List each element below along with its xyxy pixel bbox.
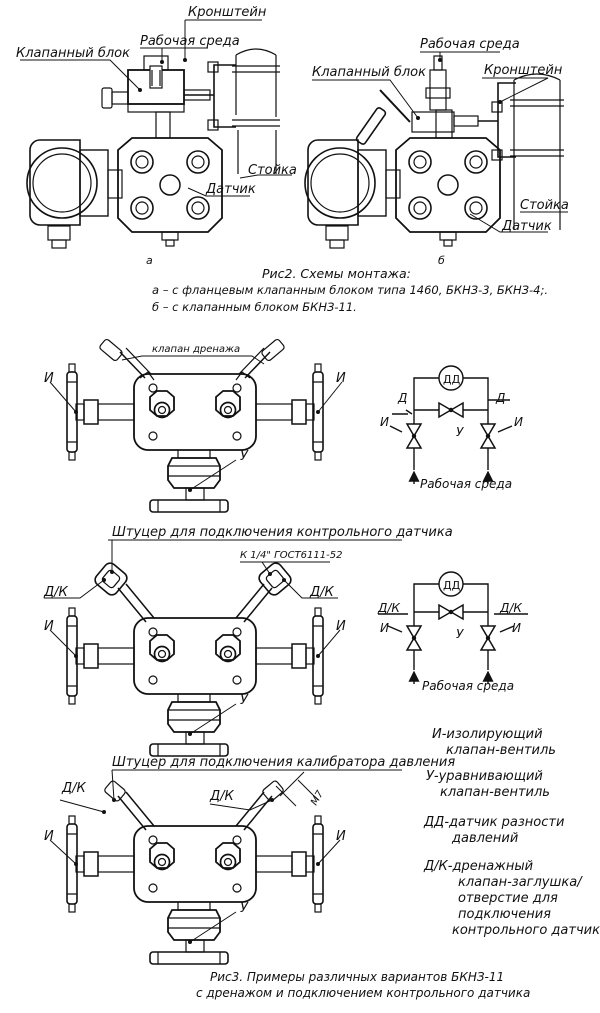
fig2-caption-b: б – с клапанным блоком БКНЗ-11.: [152, 300, 357, 314]
legend-dd-line1: ДД-датчик разности: [424, 815, 565, 830]
legend-dk-line2: клапан-заглушка/: [458, 875, 582, 890]
fig3-caption-line1: Рис3. Примеры различных вариантов БКНЗ-1…: [210, 970, 505, 984]
legend-u-line1: У-уравнивающий: [426, 769, 543, 784]
fig3-row2-block: [67, 562, 323, 756]
schematic-2: [378, 571, 528, 684]
fig2-caption-a: а – с фланцевым клапанным блоком типа 14…: [152, 283, 548, 297]
legend-i-line2: клапан-вентиль: [446, 743, 556, 758]
fig2-caption-title: Рис2. Схемы монтажа:: [262, 266, 411, 281]
legend-dk-line5: контрольного датчика: [452, 923, 600, 938]
fig2-diagram-b: [304, 55, 564, 249]
schematic-1: [389, 365, 513, 484]
legend-u-line2: клапан-вентиль: [440, 785, 550, 800]
legend-dk-line4: подключения: [458, 907, 551, 922]
legend-dd-line2: давлений: [452, 831, 519, 846]
fig3-row3-leaders: [49, 769, 402, 944]
fig2-diagram-a: [26, 48, 280, 249]
legend-dk-line3: отверстие для: [458, 891, 558, 906]
fig3-caption-line2: с дренажом и подключением контрольного д…: [196, 986, 531, 1000]
fig3-row2-leaders: [44, 539, 402, 736]
fig3-row3-block: [67, 780, 323, 964]
legend-dk-line1: Д/К-дренажный: [424, 859, 534, 874]
fig2-leaders: [20, 19, 568, 233]
legend-i-line1: И-изолирующий: [432, 727, 543, 742]
fig3-row1-block: [67, 338, 323, 512]
fig3-row1-leaders: [49, 355, 343, 492]
